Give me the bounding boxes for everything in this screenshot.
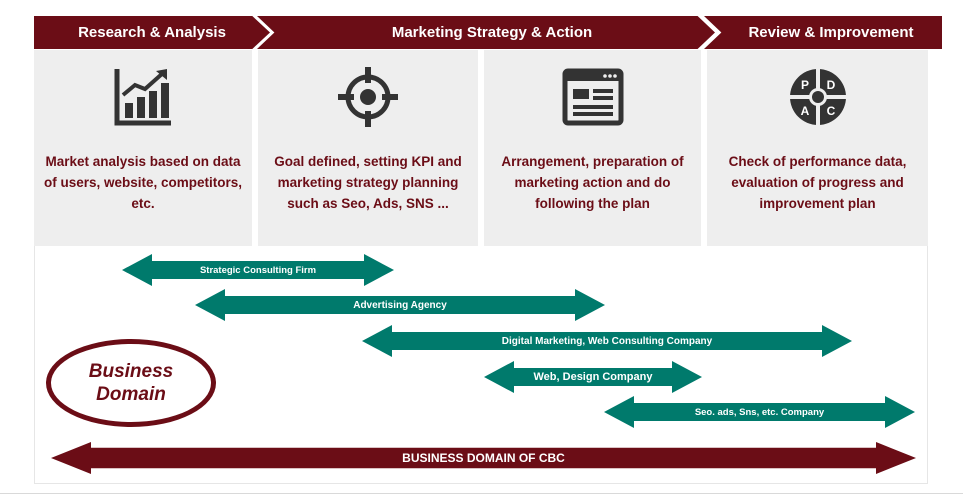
card-description: Check of performance data, evaluation of… <box>728 154 907 211</box>
pdca-letter-c: C <box>826 104 835 118</box>
pdca-letter-p: P <box>800 78 808 92</box>
browser-window-icon <box>561 65 625 129</box>
target-crosshair-icon <box>336 65 400 129</box>
bottom-divider <box>0 493 963 494</box>
phase-label: Marketing Strategy & Action <box>391 24 593 41</box>
card-marketing-strategy: Goal defined, setting KPI and marketing … <box>258 50 478 246</box>
arrow-label: Seo. ads, Sns, etc. Company <box>694 406 825 418</box>
pdca-letter-a: A <box>800 104 809 118</box>
phase-label: Review & Improvement <box>748 24 914 41</box>
bar-chart-growth-icon <box>111 65 175 129</box>
arrow-label: Web, Design Company <box>533 371 653 383</box>
card-description: Arrangement, preparation of marketing ac… <box>501 154 684 211</box>
card-research-analysis: Market analysis based on data of users, … <box>34 50 252 246</box>
business-domain-ellipse: Business Domain <box>46 339 216 427</box>
arrow-label: Strategic Consulting Firm <box>199 264 317 276</box>
card-review-improvement: P D A C Check of performance data, evalu… <box>707 50 928 246</box>
phase-research-analysis: Research & Analysis <box>34 16 270 49</box>
card-description: Goal defined, setting KPI and marketing … <box>274 154 462 211</box>
arrow-label: BUSINESS DOMAIN OF CBC <box>402 451 565 465</box>
phase-marketing-strategy-action: Marketing Strategy & Action <box>257 16 715 49</box>
arrow-label: Advertising Agency <box>353 299 447 311</box>
ellipse-label-line2: Domain <box>96 384 166 405</box>
ellipse-label-line1: Business <box>88 361 174 382</box>
arrow-label: Digital Marketing, Web Consulting Compan… <box>501 335 713 347</box>
phase-review-improvement: Review & Improvement <box>704 16 942 49</box>
card-action: Arrangement, preparation of marketing ac… <box>484 50 701 246</box>
pdca-cycle-icon: P D A C <box>786 65 850 129</box>
card-description: Market analysis based on data of users, … <box>43 154 243 211</box>
phase-label: Research & Analysis <box>78 24 226 41</box>
pdca-letter-d: D <box>826 78 835 92</box>
